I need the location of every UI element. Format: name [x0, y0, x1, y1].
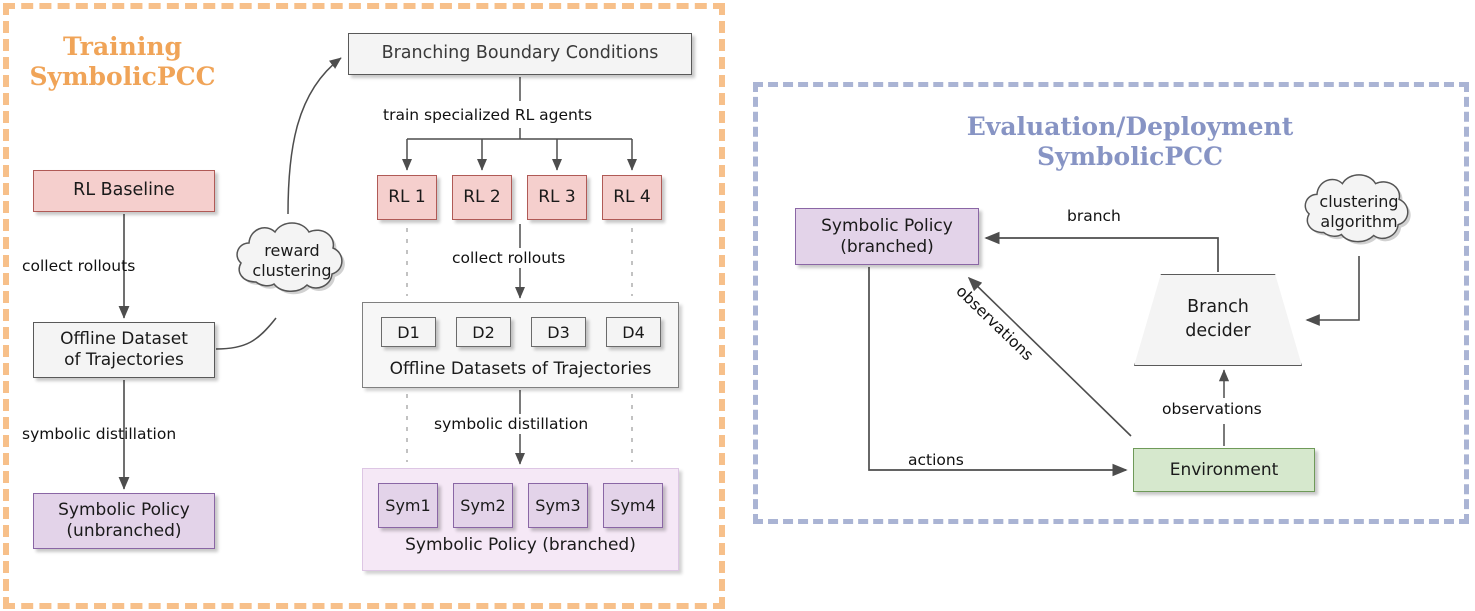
panel-training-title-line1: Training [63, 32, 182, 61]
group-symbolic-policy-branched-label: Symbolic Policy (branched) [405, 535, 636, 555]
chip-dataset-1[interactable]: D1 [381, 317, 436, 347]
chip-symbolic-1[interactable]: Sym1 [378, 483, 438, 528]
panel-evaluation-title: Evaluation/Deployment SymbolicPCC [830, 112, 1430, 171]
reward-cloud-line1: reward [264, 241, 320, 260]
edge-label-collect-rollouts-left: collect rollouts [22, 257, 136, 275]
node-branch-decider[interactable]: Branch decider [1134, 274, 1305, 369]
node-rl-agent-2-label: RL 2 [463, 187, 501, 208]
chip-symbolic-2[interactable]: Sym2 [453, 483, 513, 528]
chip-symbolic-1-label: Sym1 [385, 496, 431, 515]
panel-training [3, 3, 725, 609]
panel-evaluation-title-line1: Evaluation/Deployment [966, 112, 1294, 141]
panel-training-title: Training SymbolicPCC [20, 32, 225, 91]
chip-dataset-2-label: D2 [472, 322, 495, 342]
edge-label-symbolic-distillation-left: symbolic distillation [22, 425, 177, 443]
edge-label-symbolic-distillation-mid: symbolic distillation [434, 415, 589, 433]
node-symbolic-policy-unbranched[interactable]: Symbolic Policy (unbranched) [33, 493, 215, 549]
chip-symbolic-3-label: Sym3 [535, 496, 581, 515]
edge-label-branch: branch [1067, 207, 1121, 225]
node-branching-boundary-conditions-label: Branching Boundary Conditions [381, 43, 659, 64]
cloud-clustering-algorithm-label: clustering algorithm [1298, 168, 1420, 256]
offline-dataset-line2: of Trajectories [64, 350, 184, 370]
node-rl-agent-3[interactable]: RL 3 [527, 175, 587, 220]
node-rl-agent-4[interactable]: RL 4 [602, 175, 662, 220]
branch-decider-shape [1134, 274, 1302, 366]
edge-label-collect-rollouts-mid: collect rollouts [452, 249, 566, 267]
cloud-clustering-algorithm-shape [1304, 174, 1411, 245]
edge-label-train-specialized-rl-agents: train specialized RL agents [383, 106, 593, 124]
cloud-reward-clustering-label: reward clustering [232, 216, 352, 306]
chip-dataset-4[interactable]: D4 [606, 317, 661, 347]
offline-dataset-line1: Offline Dataset [60, 329, 188, 350]
chip-dataset-3[interactable]: D3 [531, 317, 586, 347]
node-rl-agent-2[interactable]: RL 2 [452, 175, 512, 220]
branch-decider-line1: Branch [1187, 297, 1249, 318]
reward-cloud-line2: clustering [252, 261, 332, 280]
node-rl-agent-4-label: RL 4 [613, 187, 651, 208]
node-rl-baseline-label: RL Baseline [73, 180, 175, 201]
cloud-clustering-algorithm: clustering algorithm [1298, 168, 1420, 256]
group-symbolic-policy-branched: Sym1 Sym2 Sym3 Sym4 Symbolic Policy (bra… [362, 468, 679, 571]
node-offline-dataset-label: Offline Dataset of Trajectories [60, 329, 188, 370]
node-environment[interactable]: Environment [1133, 448, 1315, 492]
group-offline-datasets-label: Offline Datasets of Trajectories [389, 359, 652, 379]
node-rl-baseline[interactable]: RL Baseline [33, 170, 215, 212]
chip-symbolic-4[interactable]: Sym4 [603, 483, 663, 528]
chip-dataset-1-label: D1 [397, 322, 420, 342]
symbolic-unbranched-line2: (unbranched) [66, 521, 182, 541]
panel-evaluation [753, 82, 1469, 524]
chip-symbolic-3[interactable]: Sym3 [528, 483, 588, 528]
group-offline-datasets: D1 D2 D3 D4 Offline Datasets of Trajecto… [362, 302, 679, 388]
symbolic-unbranched-line1: Symbolic Policy [58, 500, 190, 521]
chip-dataset-3-label: D3 [547, 322, 570, 342]
chip-dataset-2[interactable]: D2 [456, 317, 511, 347]
node-environment-label: Environment [1169, 459, 1279, 480]
clustering-cloud-line2: algorithm [1320, 212, 1398, 231]
node-symbolic-policy-branched-label: Symbolic Policy (branched) [821, 216, 953, 257]
edge-label-actions: actions [908, 451, 964, 469]
chip-symbolic-2-label: Sym2 [460, 496, 506, 515]
panel-evaluation-title-line2: SymbolicPCC [1037, 141, 1223, 171]
node-rl-agent-1[interactable]: RL 1 [377, 175, 437, 220]
cloud-reward-clustering: reward clustering [232, 216, 352, 306]
node-rl-agent-1-label: RL 1 [388, 187, 426, 208]
node-rl-agent-3-label: RL 3 [538, 187, 576, 208]
symbolic-policy-branched-line2: (branched) [840, 236, 934, 257]
cloud-reward-clustering-shape [236, 222, 345, 295]
symbolic-policy-branched-line1: Symbolic Policy [821, 215, 953, 236]
node-branch-decider-label: Branch decider [1134, 274, 1302, 366]
node-symbolic-policy-unbranched-label: Symbolic Policy (unbranched) [58, 500, 190, 541]
edge-label-observations-vertical: observations [1162, 400, 1262, 418]
node-symbolic-policy-branched[interactable]: Symbolic Policy (branched) [795, 208, 979, 265]
node-branching-boundary-conditions[interactable]: Branching Boundary Conditions [348, 33, 692, 75]
chip-symbolic-4-label: Sym4 [610, 496, 656, 515]
panel-training-title-line2: SymbolicPCC [29, 61, 216, 91]
node-offline-dataset[interactable]: Offline Dataset of Trajectories [33, 322, 215, 378]
branch-decider-line2: decider [1185, 321, 1251, 341]
chip-dataset-4-label: D4 [622, 322, 645, 342]
clustering-cloud-line1: clustering [1319, 192, 1399, 211]
